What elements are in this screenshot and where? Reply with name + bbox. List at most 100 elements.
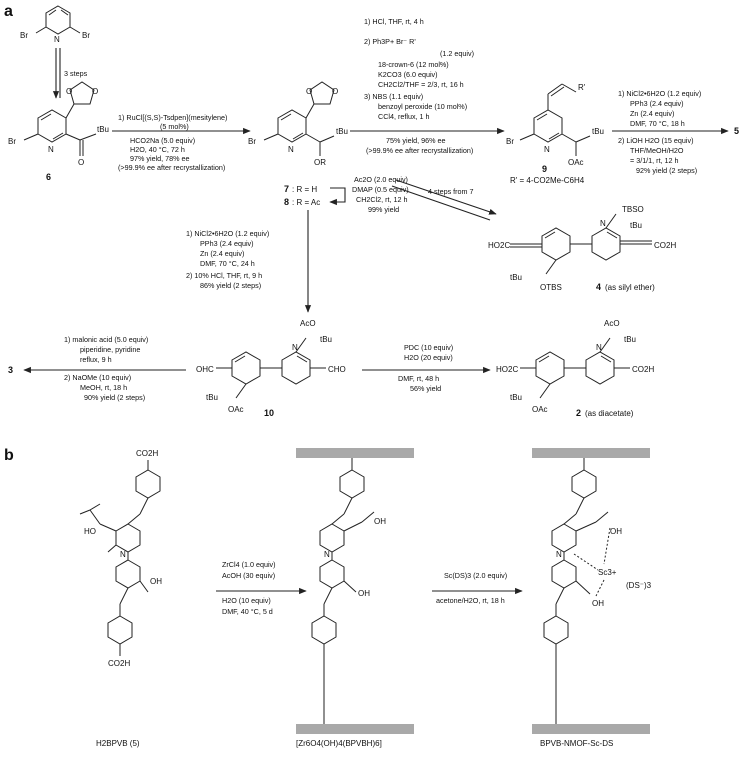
svg-text:CH2Cl2, rt, 12 h: CH2Cl2, rt, 12 h xyxy=(356,195,408,204)
svg-text:DMF, 40 °C, 5 d: DMF, 40 °C, 5 d xyxy=(222,607,273,616)
dibromopyridine-structure: N Br Br xyxy=(20,5,90,44)
atom-OH: OH xyxy=(358,589,370,598)
atom-O: O xyxy=(306,87,312,96)
atom-N: N xyxy=(54,35,60,44)
step-3-steps: 3 steps xyxy=(64,69,88,78)
atom-N: N xyxy=(120,550,126,559)
svg-text:H2O (10 equiv): H2O (10 equiv) xyxy=(222,596,271,605)
compound-7-number: 7 xyxy=(284,184,289,194)
atom-Sc: Sc3+ xyxy=(598,568,617,577)
svg-text:DMF, 70 °C, 24 h: DMF, 70 °C, 24 h xyxy=(200,259,255,268)
compound-2-structure: HO2C CO2H N AcO tBu tBu OAc xyxy=(496,319,654,414)
svg-text:Sc(DS)3 (2.0 equiv): Sc(DS)3 (2.0 equiv) xyxy=(444,571,507,580)
atom-HO2C: HO2C xyxy=(496,365,518,374)
svg-text:THF/MeOH/H2O: THF/MeOH/H2O xyxy=(630,146,684,155)
atom-OH: OH xyxy=(374,517,386,526)
svg-text:PPh3 (2.4 equiv): PPh3 (2.4 equiv) xyxy=(200,239,254,248)
compound-2-note: (as diacetate) xyxy=(585,409,634,418)
svg-text:56% yield: 56% yield xyxy=(410,384,441,393)
conditions-8-to-10: 1) NiCl2•6H2O (1.2 equiv) PPh3 (2.4 equi… xyxy=(186,229,269,290)
compound-4-note: (as silyl ether) xyxy=(605,283,655,292)
atom-O: O xyxy=(332,87,338,96)
svg-text:reflux, 9 h: reflux, 9 h xyxy=(80,355,112,364)
atom-OAc: OAc xyxy=(568,158,584,167)
atom-CO2H: CO2H xyxy=(136,449,158,458)
compound-10-structure: OHC CHO N AcO tBu tBu OAc xyxy=(196,319,346,414)
svg-text:86% yield (2 steps): 86% yield (2 steps) xyxy=(200,281,261,290)
svg-text:3) NBS (1.1 equiv): 3) NBS (1.1 equiv) xyxy=(364,92,423,101)
svg-text:90% yield (2 steps): 90% yield (2 steps) xyxy=(84,393,145,402)
atom-N: N xyxy=(544,145,550,154)
atom-tBu: tBu xyxy=(624,335,636,344)
mof-structure: OH N OH xyxy=(296,448,414,734)
svg-text:75% yield, 96% ee: 75% yield, 96% ee xyxy=(386,136,446,145)
atom-OH: OH xyxy=(150,577,162,586)
svg-text:H2O (20 equiv): H2O (20 equiv) xyxy=(404,353,453,362)
compound-8-sub: : R = Ac xyxy=(292,198,320,207)
caption-ligand: H2BPVB (5) xyxy=(96,739,140,748)
svg-text:DMF, rt, 48 h: DMF, rt, 48 h xyxy=(398,374,439,383)
atom-OH: OH xyxy=(610,527,622,536)
atom-DS: (DS⁻)3 xyxy=(626,581,652,590)
atom-HO2C: HO2C xyxy=(488,241,510,250)
atom-tBu: tBu xyxy=(206,393,218,402)
step-7-to-4: 4 steps from 7 xyxy=(428,187,474,196)
atom-tBu: tBu xyxy=(630,221,642,230)
caption-mof: [Zr6O4(OH)4(BPVBH)6] xyxy=(296,739,382,748)
conditions-mof-to-sc: Sc(DS)3 (2.0 equiv) acetone/H2O, rt, 18 … xyxy=(436,571,507,605)
atom-tBu: tBu xyxy=(510,393,522,402)
caption-final: BPVB-NMOF-Sc-DS xyxy=(540,739,613,748)
atom-N: N xyxy=(48,145,54,154)
svg-text:CCl4, reflux, 1 h: CCl4, reflux, 1 h xyxy=(378,112,430,121)
svg-text:1) RuCl[(S,S)-Tsdpen](mesityle: 1) RuCl[(S,S)-Tsdpen](mesitylene) xyxy=(118,113,227,122)
atom-N: N xyxy=(288,145,294,154)
compound-4-number: 4 xyxy=(596,282,601,292)
compound-9-rprime: R' = 4-CO2Me-C6H4 xyxy=(510,176,585,185)
arrow-7-to-4 xyxy=(395,179,497,215)
svg-text:acetone/H2O, rt, 18 h: acetone/H2O, rt, 18 h xyxy=(436,596,505,605)
mof-node-bar-bottom xyxy=(532,724,650,734)
atom-N: N xyxy=(596,343,602,352)
atom-AcO: AcO xyxy=(300,319,316,328)
atom-tBu: tBu xyxy=(336,127,348,136)
atom-Rprime: R' xyxy=(578,83,586,92)
svg-text:Zn (2.4 equiv): Zn (2.4 equiv) xyxy=(630,109,674,118)
conditions-10-to-3: 1) malonic acid (5.0 equiv) piperidine, … xyxy=(64,335,148,402)
svg-text:ZrCl4 (1.0 equiv): ZrCl4 (1.0 equiv) xyxy=(222,560,276,569)
compound-5-number: 5 xyxy=(734,126,739,136)
svg-text:PDC (10 equiv): PDC (10 equiv) xyxy=(404,343,453,352)
atom-AcO: AcO xyxy=(604,319,620,328)
compound-7-sub: : R = H xyxy=(292,185,317,194)
svg-text:DMAP (0.5 equiv): DMAP (0.5 equiv) xyxy=(352,185,409,194)
svg-text:K2CO3 (6.0 equiv): K2CO3 (6.0 equiv) xyxy=(378,70,438,79)
svg-text:DMF, 70 °C, 18 h: DMF, 70 °C, 18 h xyxy=(630,119,685,128)
svg-text:MeOH, rt, 18 h: MeOH, rt, 18 h xyxy=(80,383,127,392)
sc-ds-structure: OH N Sc3+ (DS⁻)3 OH xyxy=(532,448,652,734)
atom-Br: Br xyxy=(82,31,90,40)
svg-text:(1.2 equiv): (1.2 equiv) xyxy=(440,49,474,58)
panel-a-label: a xyxy=(4,3,13,20)
svg-text:Zn (2.4 equiv): Zn (2.4 equiv) xyxy=(200,249,244,258)
ligand-h2bpvb-structure: CO2H HO N OH CO2H xyxy=(79,449,162,668)
svg-text:99% yield: 99% yield xyxy=(368,205,399,214)
svg-text:2) Ph3P+ Br⁻ R': 2) Ph3P+ Br⁻ R' xyxy=(364,37,416,46)
svg-text:H2O, 40 °C, 72 h: H2O, 40 °C, 72 h xyxy=(130,145,185,154)
compound-6-number: 6 xyxy=(46,172,51,182)
svg-text:18-crown-6 (12 mol%): 18-crown-6 (12 mol%) xyxy=(378,60,449,69)
compound-2-number: 2 xyxy=(576,408,581,418)
svg-text:piperidine, pyridine: piperidine, pyridine xyxy=(80,345,140,354)
atom-OAc: OAc xyxy=(228,405,244,414)
compound-10-number: 10 xyxy=(264,408,274,418)
svg-text:1) HCl, THF, rt, 4 h: 1) HCl, THF, rt, 4 h xyxy=(364,17,424,26)
compound-3-number: 3 xyxy=(8,365,13,375)
svg-text:benzoyl peroxide (10 mol%): benzoyl peroxide (10 mol%) xyxy=(378,102,467,111)
atom-N: N xyxy=(324,550,330,559)
svg-text:2) NaOMe (10 equiv): 2) NaOMe (10 equiv) xyxy=(64,373,131,382)
atom-Br: Br xyxy=(248,137,256,146)
svg-text:1) NiCl2•6H2O (1.2 equiv): 1) NiCl2•6H2O (1.2 equiv) xyxy=(618,89,701,98)
mof-node-bar-bottom xyxy=(296,724,414,734)
compound-9-number: 9 xyxy=(542,164,547,174)
compound-6-structure: Br N O O O tBu xyxy=(8,81,109,167)
compound-8-number: 8 xyxy=(284,197,289,207)
